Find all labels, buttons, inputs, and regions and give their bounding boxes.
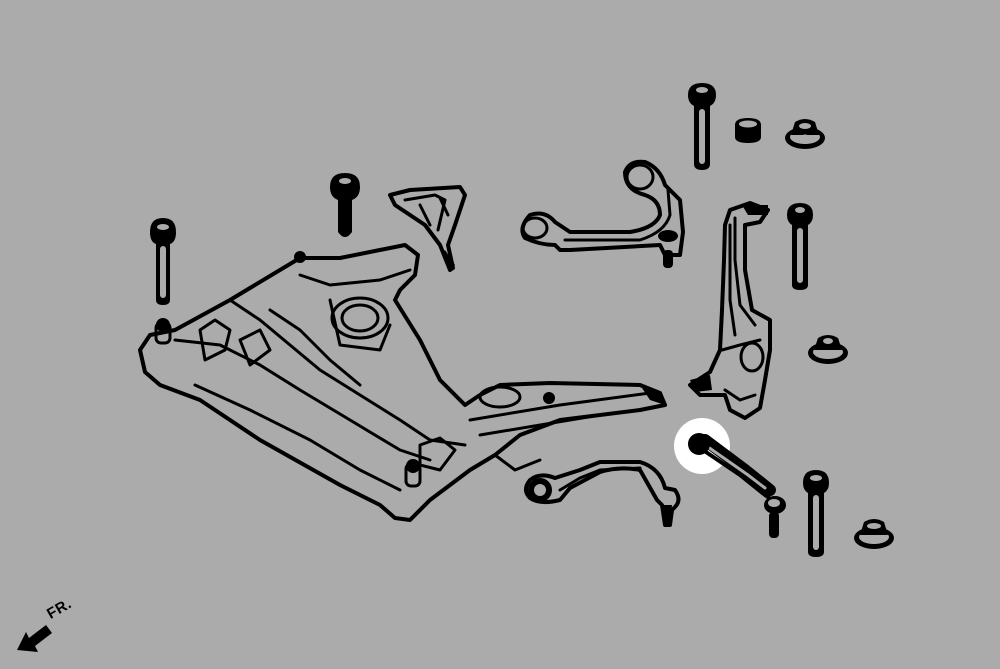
lower-control-arm [524,460,681,527]
subframe-bracket [388,185,467,272]
knuckle-nut [808,335,848,364]
upper-control-arm [520,159,685,268]
knuckle-bolt [787,203,813,290]
lower-nut [854,519,894,549]
arrow-down-left-icon [17,625,52,652]
top-bolt [688,83,716,170]
steering-knuckle [688,201,772,420]
subframe-bolt-top [330,173,360,237]
top-bushing [735,118,761,143]
top-nut [785,119,825,149]
subframe-bolt-left [150,218,176,305]
lower-bolt [803,470,829,557]
front-subframe [138,243,667,522]
tension-strut [674,418,786,538]
